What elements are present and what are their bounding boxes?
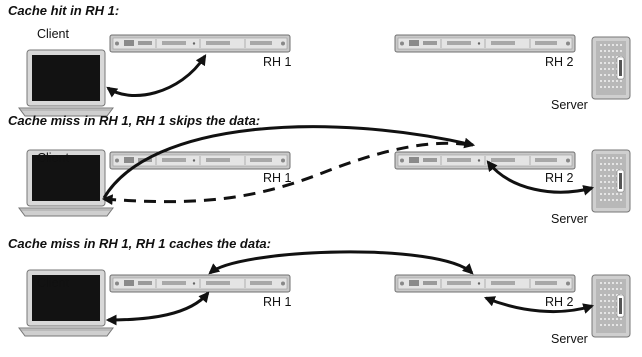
panel-title: Cache hit in RH 1: xyxy=(8,3,120,18)
rh1-rack-server-icon xyxy=(109,274,291,293)
arrow-client-rh1 xyxy=(105,291,210,326)
arrow-client-rh2-request xyxy=(102,125,476,199)
rh2-label: RH 2 xyxy=(545,55,574,69)
client-label: Client xyxy=(37,151,69,165)
dashed-arrow-data-to-client xyxy=(101,141,471,206)
rh2-rack-server-icon xyxy=(394,274,576,293)
arrow-rh2-server xyxy=(486,160,595,196)
server-tower-icon xyxy=(591,274,631,338)
panel-title: Cache miss in RH 1, RH 1 skips the data: xyxy=(8,113,261,128)
rh1-rack-server-icon xyxy=(109,34,291,53)
client-label: Client xyxy=(37,27,69,41)
arrow-rh1-rh2 xyxy=(208,250,474,275)
server-tower-icon xyxy=(591,149,631,213)
rh1-label: RH 1 xyxy=(263,295,292,309)
server-tower-icon xyxy=(591,36,631,100)
client-label: Client xyxy=(37,276,69,290)
rh1-label: RH 1 xyxy=(263,55,292,69)
panel-cache-miss-cache xyxy=(18,250,631,338)
arrow-client-rh1 xyxy=(106,54,207,98)
client-laptop-icon xyxy=(18,49,114,117)
server-label: Server xyxy=(551,212,588,226)
panel-cache-hit xyxy=(18,34,631,117)
server-label: Server xyxy=(551,332,588,346)
rh2-label: RH 2 xyxy=(545,295,574,309)
arrow-rh2-server xyxy=(484,296,595,314)
rh2-rack-server-icon xyxy=(394,34,576,53)
rh1-label: RH 1 xyxy=(263,171,292,185)
rh2-label: RH 2 xyxy=(545,171,574,185)
server-label: Server xyxy=(551,98,588,112)
rh2-rack-server-icon xyxy=(394,151,576,170)
panel-cache-miss-skip xyxy=(18,125,631,217)
panel-title: Cache miss in RH 1, RH 1 caches the data… xyxy=(8,236,271,251)
